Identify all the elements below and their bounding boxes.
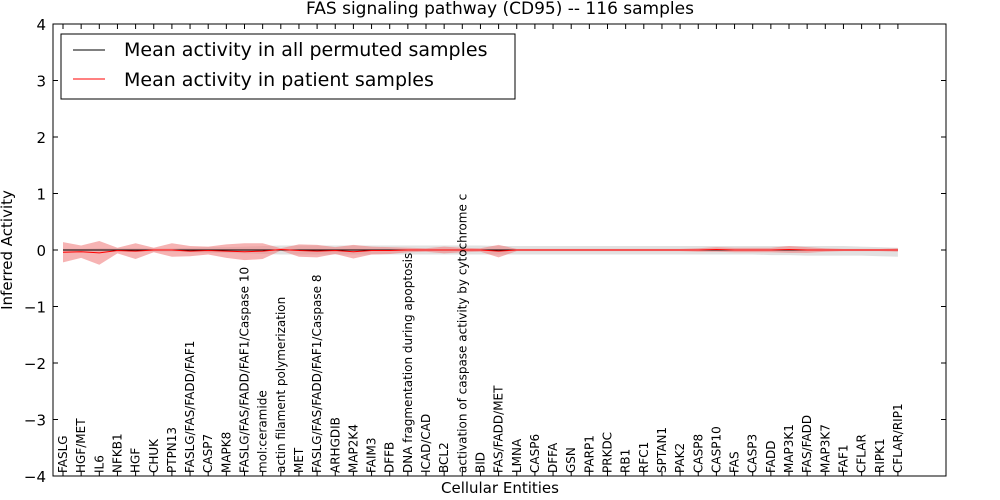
y-axis-label: Inferred Activity [0,190,16,310]
x-tick-label: MAPK8 [219,432,233,473]
y-tick-label: 3 [36,73,46,91]
x-tick-label: RB1 [619,449,633,473]
x-tick-label: CFLAR/RIP1 [891,403,905,473]
x-tick-label: CASP6 [528,434,542,473]
legend-label-patient: Mean activity in patient samples [124,69,434,91]
y-tick-label: −4 [24,468,46,486]
x-tick-label: HGF [129,448,143,473]
x-tick-label: HGF/MET [74,418,88,473]
x-tick-label: MAP2K4 [346,424,360,473]
y-axis-ticks: 4 3 2 1 0 −1 −2 −3 −4 [24,16,946,486]
x-tick-label: MET [292,447,306,473]
x-tick-label: FASLG/FAS/FADD/FAF1/Caspase 8 [310,275,324,474]
x-tick-label: GSN [564,447,578,473]
legend: Mean activity in all permuted samples Me… [60,33,516,100]
x-tick-label: FAS [728,451,742,473]
x-tick-label: IL6 [92,455,106,473]
x-tick-label: FAS/FADD/MET [492,385,506,473]
legend-box [60,33,516,100]
x-tick-label: actin filament polymerization [274,297,288,473]
x-tick-label: activation of caspase activity by cytoch… [455,194,469,473]
confidence-bands [63,240,898,265]
y-tick-label: 0 [36,242,46,260]
chart-title: FAS signaling pathway (CD95) -- 116 samp… [306,0,694,19]
x-tick-label: FADD [764,441,778,474]
band-patient [63,240,898,265]
x-tick-label: DNA fragmentation during apoptosis [401,253,415,473]
x-tick-label: NFKB1 [110,433,124,473]
x-tick-label: PTPN13 [165,427,179,473]
x-tick-label: mol:ceramide [256,390,270,473]
legend-label-permuted: Mean activity in all permuted samples [124,39,487,61]
x-tick-label: PAK2 [673,443,687,473]
x-tick-label: BCL2 [437,442,451,473]
y-tick-label: 2 [36,129,46,147]
x-tick-label: PARP1 [582,435,596,473]
x-tick-label: SPTAN1 [655,427,669,473]
x-tick-label: CASP8 [691,434,705,473]
x-tick-label: FASLG/FAS/FADD/FAF1 [183,341,197,473]
x-tick-label: CASP10 [709,426,723,473]
x-tick-label: DFFA [546,442,560,473]
y-tick-label: 4 [36,16,46,34]
x-tick-label: FASLG/FAS/FADD/FAF1/Caspase 10 [238,267,252,473]
x-tick-label: DFFB [383,442,397,473]
x-tick-label: ARHGDIB [328,417,342,473]
x-tick-label: CASP3 [746,434,760,473]
x-axis-ticks: FASLG HGF/MET IL6 NFKB1 HGF CHUK PTPN13 FASLG/F… [56,24,905,476]
series-lines [62,248,898,254]
x-tick-label: ICAD/CAD [419,414,433,473]
x-tick-label: RIPK1 [873,438,887,473]
x-tick-label: FASLG [56,435,70,473]
x-axis-label: Cellular Entities [441,479,559,497]
x-tick-label: FAF1 [836,444,850,473]
x-tick-label: MAP3K1 [782,424,796,473]
x-tick-label: RFC1 [637,442,651,473]
x-tick-label: BID [473,452,487,473]
x-tick-label: FAIM3 [365,437,379,473]
x-tick-label: PRKDC [601,432,615,473]
x-tick-label: CFLAR [855,434,869,473]
x-tick-label: LMNA [510,438,524,473]
y-tick-label: −3 [24,412,46,430]
x-tick-label: CHUK [147,438,161,473]
y-tick-label: −1 [24,299,46,317]
y-tick-label: 1 [36,186,46,204]
line-patient [62,248,898,254]
x-tick-label: FAS/FADD [800,415,814,473]
x-tick-label: MAP3K7 [818,424,832,473]
x-tick-label: CASP7 [201,434,215,473]
y-tick-label: −2 [24,355,46,373]
